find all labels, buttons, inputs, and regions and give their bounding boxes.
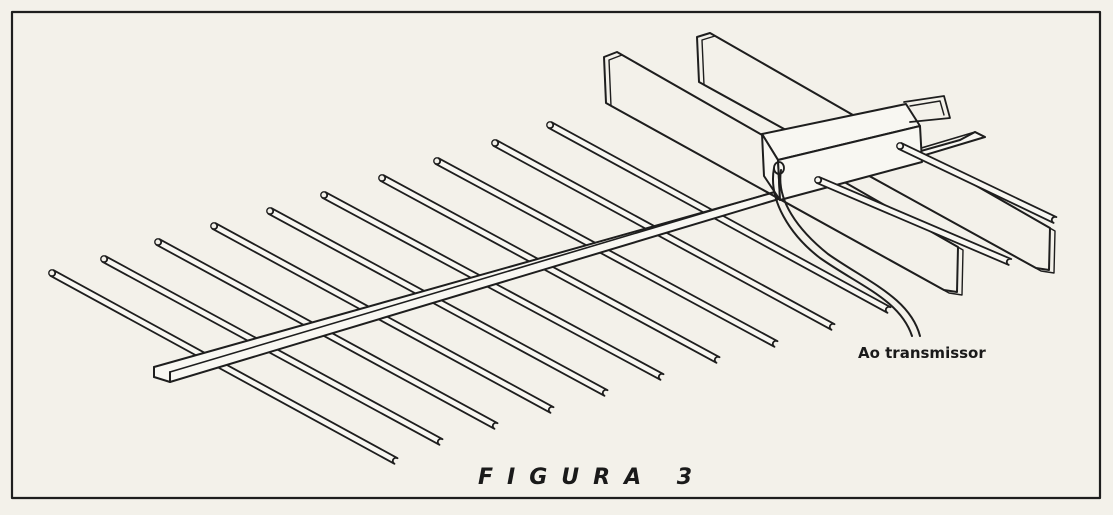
coax-cable-right-strand bbox=[779, 169, 921, 337]
figure-caption: FIGURA 3 bbox=[478, 465, 706, 490]
director-rod bbox=[491, 139, 836, 331]
balun-box bbox=[761, 95, 1058, 266]
director-rod bbox=[378, 174, 721, 364]
reflector-frame-front bbox=[603, 51, 964, 296]
coax-cable-left-strand bbox=[772, 167, 913, 337]
output-label: Ao transmissor bbox=[858, 344, 986, 362]
director-rod bbox=[48, 269, 399, 465]
dipole-rod-lower bbox=[814, 176, 1013, 266]
figure-frame bbox=[10, 10, 1102, 500]
dipole-rod-upper bbox=[896, 142, 1058, 224]
reflector-frames bbox=[603, 32, 1056, 296]
director-rod bbox=[320, 191, 665, 381]
reflector-frame-back bbox=[696, 32, 1056, 274]
director-rods-group bbox=[48, 121, 892, 465]
director-rod bbox=[433, 157, 779, 348]
